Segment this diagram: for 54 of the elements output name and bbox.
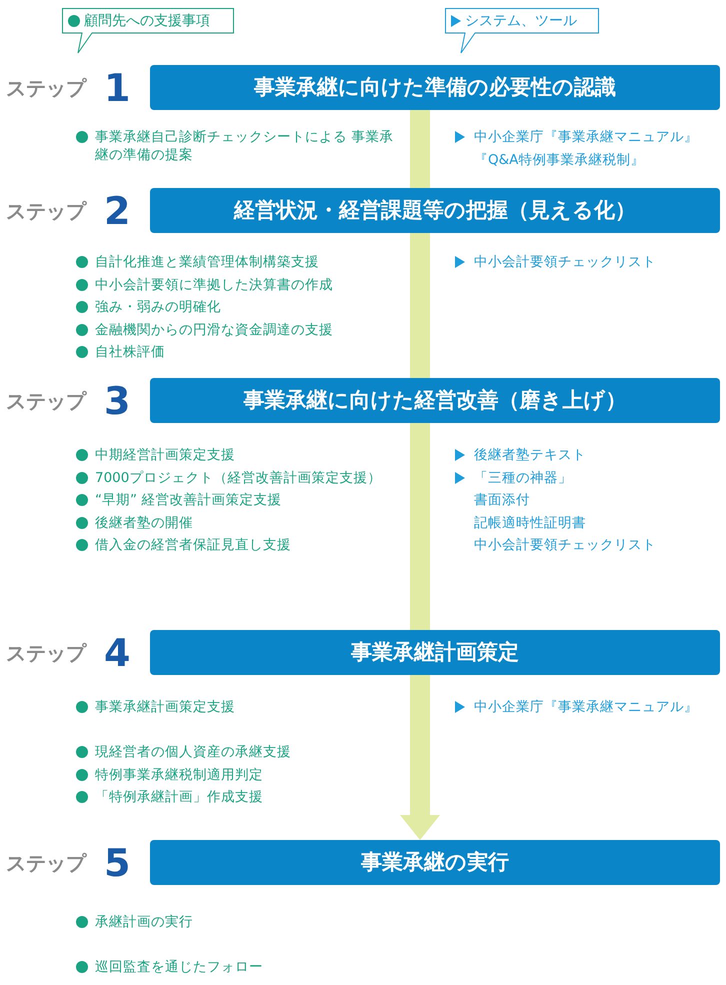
support-item: 現経営者の個人資産の承継支援 <box>95 743 292 761</box>
step-label: ステップ <box>6 643 86 663</box>
step-label: ステップ <box>6 853 86 873</box>
support-item: 中期経営計画策定支援 <box>95 446 236 464</box>
support-item: 金融機関からの円滑な資金調達の支援 <box>95 320 334 338</box>
tool-item: 中小企業庁『事業承継マニュアル』 <box>474 698 698 716</box>
support-item: 特例事業承継税制適用判定 <box>95 766 264 784</box>
step-title: 事業承継計画策定 <box>351 638 519 666</box>
step-banner <box>150 630 720 675</box>
step-number: 2 <box>104 192 130 230</box>
step-title: 事業承継に向けた経営改善（磨き上げ） <box>244 386 626 414</box>
step-label: ステップ <box>6 201 86 221</box>
support-item: 「特例承継計画」作成支援 <box>95 788 264 806</box>
support-item: 事業承継計画策定支援 <box>95 698 236 716</box>
step-label: ステップ <box>6 78 86 98</box>
step-title: 経営状況・経営課題等の把握（見える化） <box>234 196 636 224</box>
support-item: 承継計画の実行 <box>95 913 194 931</box>
flow-connector <box>410 110 430 188</box>
callout-bubble <box>62 8 234 54</box>
tool-item: 記帳適時性証明書 <box>474 514 586 532</box>
tool-item: 「三種の神器」 <box>474 468 572 486</box>
step-number: 1 <box>104 69 130 107</box>
flow-connector <box>410 423 430 630</box>
flow-arrow <box>400 675 440 840</box>
support-item: 後継者塾の開催 <box>95 514 194 532</box>
support-item: 7000プロジェクト（経営改善計画策定支援） <box>95 468 382 486</box>
step-title: 事業承継の実行 <box>361 848 509 876</box>
tool-item: 中小企業庁『事業承継マニュアル』 <box>474 128 698 146</box>
step-banner <box>150 378 720 423</box>
support-item: 借入金の経営者保証見直し支援 <box>95 536 292 554</box>
support-item: 自計化推進と業績管理体制構築支援 <box>95 253 320 271</box>
tool-item: 中小会計要領チェックリスト <box>474 536 656 554</box>
support-item: 強み・弱みの明確化 <box>95 298 222 316</box>
step-banner <box>150 840 720 885</box>
step-number: 4 <box>104 634 130 672</box>
tool-item: 『Q&A特例事業承継税制』 <box>474 150 644 168</box>
callout-bubble <box>445 8 599 54</box>
tool-item: 後継者塾テキスト <box>474 446 586 464</box>
step-banner <box>150 65 720 110</box>
support-item: “早期” 経営改善計画策定支援 <box>95 491 282 509</box>
support-item: 自社株評価 <box>95 343 166 361</box>
support-item: 中小会計要領に準拠した決算書の作成 <box>95 276 334 294</box>
support-item: 巡回監査を通じたフォロー <box>95 958 264 976</box>
tool-item: 中小会計要領チェックリスト <box>474 253 656 271</box>
flow-connector <box>410 233 430 378</box>
step-label: ステップ <box>6 391 86 411</box>
step-title: 事業承継に向けた準備の必要性の認識 <box>254 74 616 101</box>
step-number: 3 <box>104 382 130 420</box>
callout-text: 顧問先への支援事項 <box>84 14 210 28</box>
callout-text: システム、ツール <box>465 14 577 28</box>
step-banner <box>150 188 720 233</box>
tool-item: 書面添付 <box>474 491 530 509</box>
support-item: 事業承継自己診断チェックシートによる 事業承継の準備の提案 <box>95 128 394 164</box>
step-number: 5 <box>104 844 130 882</box>
